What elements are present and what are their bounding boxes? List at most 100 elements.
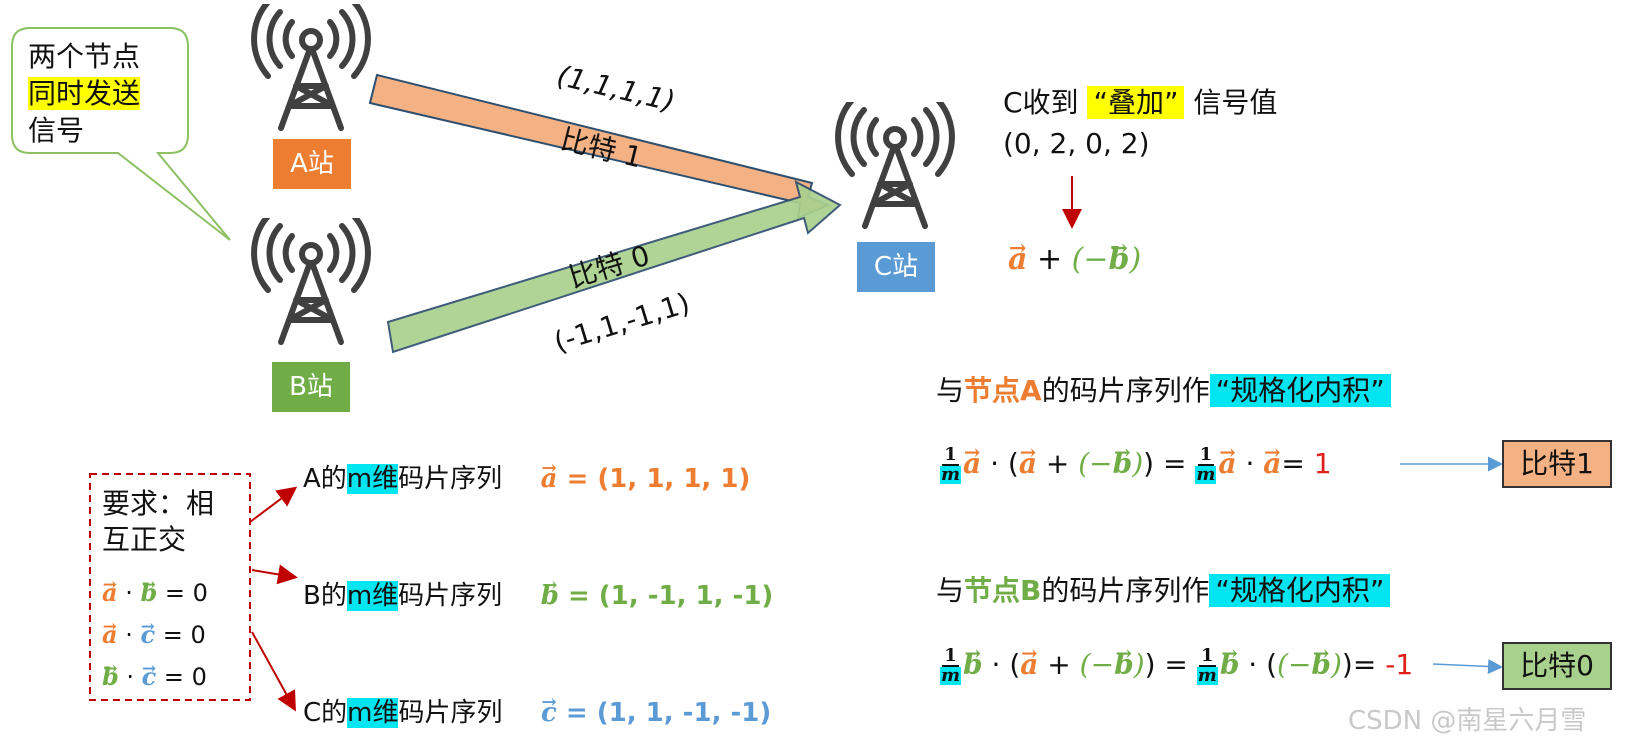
eq-ab: →a · →b = 0 — [102, 572, 208, 614]
expr-close: ) = — [1143, 447, 1196, 480]
result-bit-0: 比特0 — [1502, 642, 1612, 690]
vec-a: →a — [1263, 441, 1282, 480]
equals: = — [1281, 447, 1305, 480]
callout-line-2: 同时发送 — [28, 77, 141, 110]
vec-a: →a — [1018, 441, 1037, 480]
expr-mid: · ( — [981, 447, 1019, 480]
vec-b: →b — [963, 642, 983, 681]
result-arrow-0 — [1432, 658, 1503, 674]
expr-close: ) = — [1144, 648, 1197, 681]
plus: + — [1038, 648, 1080, 681]
connector-a — [249, 486, 298, 523]
station-b-label: B站 — [272, 362, 350, 412]
frac-num: 1 — [942, 444, 959, 466]
result-value: -1 — [1376, 648, 1414, 681]
dot: · — [117, 579, 141, 607]
frac-den: m — [1196, 665, 1218, 686]
dot: · — [118, 663, 142, 691]
receiver-heading: C收到 “叠加” 信号值 — [1003, 86, 1277, 120]
vec-a: →a — [102, 573, 118, 607]
eq-value: = 0 — [155, 621, 206, 649]
watermark: CSDN @南星六月雪 — [1348, 706, 1587, 736]
vec-b: →b — [540, 575, 559, 611]
vec-b: →b — [140, 573, 158, 607]
heading-node: 节点B — [964, 574, 1042, 607]
seq-suffix: 码片序列 — [398, 581, 503, 611]
frac-num: 1 — [1199, 645, 1216, 667]
seq-m: m维 — [346, 581, 399, 611]
vec-a: →a — [1020, 642, 1039, 681]
seq-m: m维 — [346, 464, 399, 494]
dot: · — [117, 621, 141, 649]
seq-suffix: 码片序列 — [398, 464, 503, 494]
result-bit-1: 比特1 — [1502, 440, 1612, 488]
callout-text: 两个节点 同时发送 信号 — [28, 38, 141, 149]
frac-den: m — [940, 665, 962, 686]
heading-highlight: “规格化内积” — [1209, 574, 1391, 607]
bit0-arrow — [386, 180, 842, 354]
vec-a: →a — [1218, 441, 1237, 480]
seq-prefix: B的 — [303, 581, 347, 611]
station-c-label: C站 — [857, 242, 935, 292]
tower-a-icon — [251, 4, 371, 131]
dot: · — [1236, 447, 1264, 480]
plus: + — [1036, 447, 1079, 480]
seq-value: = (1, -1, 1, -1) — [558, 581, 774, 611]
seq-value: = (1, 1, -1, -1) — [556, 698, 772, 728]
frac-den: m — [1195, 464, 1217, 485]
eq-value: = 0 — [157, 579, 208, 607]
station-a-label: A站 — [273, 139, 351, 189]
tower-b-icon — [251, 218, 371, 345]
seq-m: m维 — [347, 698, 399, 728]
sequence-c: C的m维码片序列 →c = (1, 1, -1, -1) — [303, 692, 772, 729]
vec-a: →a — [963, 441, 982, 480]
vec-a: →a — [540, 458, 558, 494]
receiver-highlight: “叠加” — [1087, 86, 1185, 119]
frac-num: 1 — [1197, 444, 1215, 466]
sequence-a: A的m维码片序列 →a = (1, 1, 1, 1) — [303, 458, 751, 495]
heading-mid: 的码片序列作 — [1041, 574, 1210, 607]
vec-c: →c — [140, 615, 156, 649]
connector-c — [251, 631, 296, 712]
inner-product-a-heading: 与节点A的码片序列作“规格化内积” — [936, 374, 1391, 408]
receiver-values: (0, 2, 0, 2) — [1003, 127, 1150, 160]
frac-den: m — [940, 464, 962, 485]
vec-b: →b — [102, 657, 119, 691]
connector-b — [251, 564, 298, 585]
vec-neg-b: (−→b) — [1277, 642, 1342, 681]
vec-a: →a — [1008, 235, 1028, 277]
requirement-text: 要求：相 互正交 — [102, 486, 214, 558]
heading-node: 节点A — [964, 374, 1042, 407]
requirement-line-1: 要求：相 — [102, 487, 215, 520]
expr-open: · ( — [1239, 648, 1278, 681]
seq-prefix: C的 — [303, 698, 348, 728]
seq-value: = (1, 1, 1, 1) — [557, 464, 751, 494]
frac-num: 1 — [942, 645, 959, 667]
seq-suffix: 码片序列 — [398, 698, 503, 728]
vec-neg-b: (−→b) — [1078, 441, 1144, 480]
vec-c: →c — [541, 692, 557, 728]
vec-b: →b — [1219, 642, 1240, 681]
expr-close: )= — [1341, 648, 1377, 681]
heading-pre: 与 — [936, 574, 965, 607]
sequence-b: B的m维码片序列 →b = (1, -1, 1, -1) — [303, 575, 774, 612]
heading-highlight: “规格化内积” — [1209, 374, 1391, 407]
eq-value: = 0 — [156, 663, 207, 691]
orthogonality-equations: →a · →b = 0 →a · →c = 0 →b · →c = 0 — [102, 572, 208, 698]
heading-pre: 与 — [936, 374, 965, 407]
plus-sign: + — [1027, 242, 1072, 277]
vec-neg-b: (−→b) — [1079, 642, 1145, 681]
heading-mid: 的码片序列作 — [1041, 374, 1210, 407]
receiver-prefix: C收到 — [1003, 86, 1079, 119]
vec-c: →c — [141, 657, 157, 691]
result-value: 1 — [1304, 447, 1332, 480]
tower-c-icon — [835, 102, 955, 229]
receiver-sum: →a + (−→b) — [1008, 235, 1141, 277]
vec-a: →a — [102, 615, 118, 649]
